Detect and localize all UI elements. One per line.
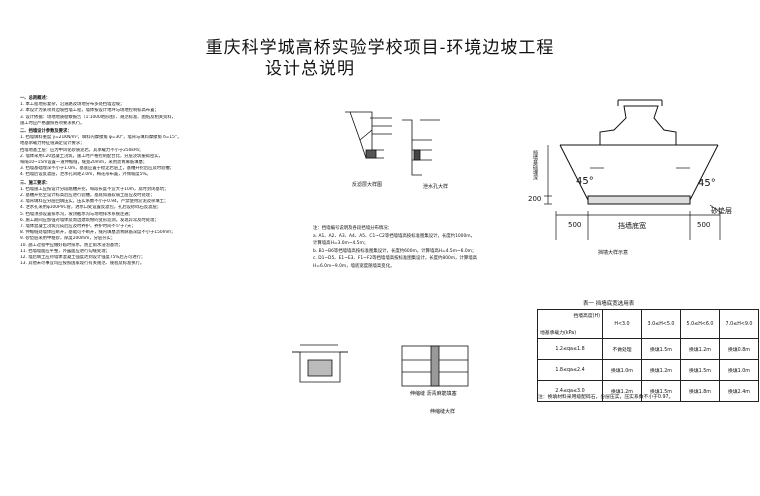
table-caption: 表一 挡墙底宽选用表 — [583, 301, 635, 307]
middle-text-line: H=6.0m~9.0m，墙底宽度随墙高变化。 — [313, 263, 395, 269]
middle-text-line: a. A1、A2、A3、A4、A5、C1~C2等挡墙墙高按标准图集设计，长度约1… — [313, 233, 475, 239]
note-line: 每隔10~15m设置一道伸缩缝，缝宽20mm，采用沥青麻筋填塞； — [20, 160, 148, 166]
row-label: 1.8≤qa≤2.4 — [537, 359, 603, 381]
table-cell: 换填1.5m — [680, 359, 720, 381]
table-cell: 换填2.4m — [719, 380, 759, 402]
note-line: 地基承载力特征值满足设计要求； — [20, 141, 85, 147]
table-cell: 换填1.2m — [641, 359, 681, 381]
note-line: 施工时应严格遵照各项要求执行。 — [20, 120, 85, 126]
sheet-title: 重庆科学城高桥实验学校项目-环境边坡工程 — [205, 38, 555, 58]
row-label: 1.2≤qa≤1.8 — [537, 338, 603, 360]
col-header: H<3.0 — [602, 309, 642, 339]
drain-detail-caption: 泄水孔大样 — [423, 184, 449, 190]
note-line: 7. 墙体混凝土浇筑完成后应及时养护，养护时间不少于7天； — [20, 224, 136, 230]
col-header: 3.0≤H<5.0 — [641, 309, 681, 339]
wall-numbering-notes: 注：挡墙编号说明及各段挡墙分布情况： a. A1、A2、A3、A4、A5、C1~… — [313, 225, 493, 271]
note-line: 9. 砂垫层采用中粗砂，厚度200mm，分层夯实； — [20, 236, 116, 242]
design-notes: 一、总则概述： 1. 本工程地形复杂，沿道路及场地分布多处挡墙边坡； 2. 本设… — [20, 94, 265, 267]
sand-layer-label: 砂垫层 — [711, 207, 732, 215]
angle-right: 45° — [698, 178, 716, 189]
middle-text-line: b. B1~B6等挡墙墙高按标准图集设计，长度约600m，计算墙高H=4.5m~… — [313, 248, 477, 254]
note-line: 挡墙地基土层：应为中风化砂质泥岩，其承载力不小于250kPa； — [20, 147, 144, 153]
table-cell: 不做处理 — [602, 338, 642, 360]
note-line: 11. 挡墙墙面应平整，外露面应进行勾缝处理； — [20, 248, 110, 254]
note-line: 8. 伸缩缝处墙体应断开，基础可不断开，缝内填塞沥青麻筋深度不小于150mm； — [20, 230, 176, 236]
middle-text-line: c. D1~D5、E1~E3、F1~F2等挡墙墙高按标准图集设计，长度约800m… — [313, 256, 478, 262]
sheet-subtitle: 设计总说明 — [265, 59, 355, 79]
table-cell: 换填1.0m — [719, 359, 759, 381]
table-cell: 换填1.0m — [602, 359, 642, 381]
drain-hole-detail — [402, 119, 440, 176]
filter-detail-caption: 反滤层大样图 — [352, 182, 383, 188]
joint-b-caption: 伸缩缝大样 — [430, 409, 456, 415]
middle-text-line: 注：挡墙编号说明及各段挡墙分布情况： — [313, 226, 393, 231]
note-line: 1. 本工程地形复杂，沿道路及场地分布多处挡墙边坡； — [20, 102, 125, 108]
table-corner: 挡墙高度(H) 地基承载力(kPa) — [537, 309, 603, 339]
note-line: 3. 挡墙基础埋深不小于1.0m，基底应置于稳定岩层上，基槽开挖后应及时验槽； — [20, 166, 174, 172]
table-cell: 换填1.5m — [641, 380, 681, 402]
wall-section-caption: 挡墙大样示意 — [598, 250, 629, 256]
note-line: 6. 施工期间应加强对墙体及周边建筑物的变形监测，发现异常及时处理； — [20, 217, 159, 223]
table-cell: 换填1.5m — [641, 338, 681, 360]
note-line: 12. 墙后填土应待墙体混凝土强度达到设计强度75%后方可进行； — [20, 255, 146, 261]
joint-detail-b — [401, 345, 469, 387]
table-cell: 换填1.8m — [680, 380, 720, 402]
note-line: 4. 挡墙后设反滤层，泄水孔间距2.0m，梅花形布置，外倾坡度5%。 — [20, 172, 151, 178]
table-row: 1.8≤qa≤2.4 换填1.0m 换填1.2m 换填1.5m 换填1.0m — [537, 359, 759, 381]
filter-layer-detail — [345, 111, 392, 159]
dim-height: 200 — [528, 195, 542, 203]
joint-detail-a — [292, 344, 348, 383]
note-line: 5. 挡墙顶部设置排水沟，坡顶截水沟与场地排水系统连通； — [20, 211, 133, 217]
dim-left: 500 — [568, 221, 582, 229]
col-header: 5.0≤H<6.0 — [680, 309, 720, 339]
note-line: 2. 基槽开挖至设计标高后应进行验槽，基底如遇软弱土层应及时处理； — [20, 193, 155, 199]
corner-bottom: 地基承载力(kPa) — [540, 331, 577, 336]
table-cell: 换填1.2m — [680, 338, 720, 360]
joint-a-caption: 伸缩缝 沥青麻筋填塞 — [410, 391, 457, 397]
note-line: 1. 挡墙施工应按设计分段跳槽开挖，每段长度不宜大于10m，及时封闭基坑； — [20, 186, 169, 192]
table-row: 1.2≤qa≤1.8 不做处理 换填1.5m 换填1.2m 换填0.8m — [537, 338, 759, 360]
wall-section — [544, 99, 721, 240]
notes-section-head: 二、挡墙设计参数及要求： — [20, 129, 72, 135]
angle-left: 45° — [576, 176, 594, 187]
note-line: 2. 本设计为某项目边坡挡墙工程，墙体按设计地坪与场地控制标高布置； — [20, 108, 159, 114]
note-line: 1. 挡墙填料重度 γ=21KN/m³，填料内摩擦角 φ=30°，墙背与填料摩擦… — [20, 135, 182, 141]
table-note: 注：换填材料采用级配碎石，分层压实，压实系数不小于0.97。 — [538, 395, 674, 400]
dim-right: 500 — [697, 221, 711, 229]
note-line: 13. 其他未尽事宜均应按照国家现行有关规范、规程及标准执行。 — [20, 261, 145, 267]
wall-base-table: 挡墙高度(H) 地基承载力(kPa) H<3.0 3.0≤H<5.0 5.0≤H… — [537, 309, 759, 402]
dim-center: 挡墙底宽 — [618, 222, 646, 230]
vertical-label: 挡墙基础埋深 — [532, 150, 538, 180]
middle-text-line: 计算墙高H=3.0m~4.5m； — [313, 241, 369, 247]
note-line: 3. 墙背填料应分层回填压实，压实系数不小于0.94，严禁使用淤泥及杂填土； — [20, 199, 169, 205]
notes-section-head: 三、施工要求： — [20, 180, 51, 186]
col-header: 7.0≤H<9.0 — [719, 309, 759, 339]
corner-top: 挡墙高度(H) — [573, 314, 600, 319]
note-line: 3. 设计依据：场地地质勘察报告（1:1000地形图）、规范标准、图纸及相关资料… — [20, 114, 176, 120]
table-row: 2.4≤qa≤3.0 换填1.2m 换填1.5m 换填1.8m 换填2.4m — [537, 380, 759, 402]
notes-section-head: 一、总则概述： — [20, 96, 51, 101]
note-line: 2. 墙体采用C20混凝土浇筑，施工时严格控制配合比，分层浇筑振捣密实， — [20, 153, 163, 159]
table-cell: 换填0.8m — [719, 338, 759, 360]
note-line: 4. 泄水孔采用φ100PVC管，进水口处设置反滤包，孔后设砂砾石反滤层； — [20, 205, 162, 211]
note-line: 10. 施工过程中应做好临时排水，防止雨水浸泡基坑； — [20, 242, 123, 248]
